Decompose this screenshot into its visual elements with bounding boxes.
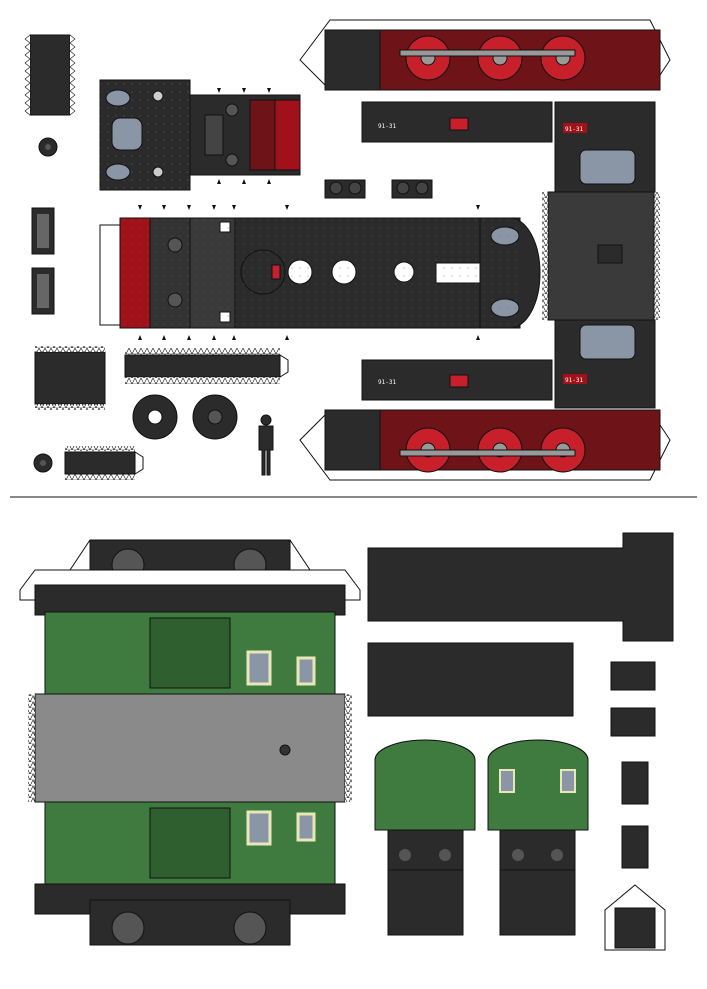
boiler-main xyxy=(99,217,541,329)
coach-end-right xyxy=(487,739,589,936)
coach-parts xyxy=(19,532,674,951)
human-figure xyxy=(258,414,274,476)
loco-cab-side-lower: 91-31 91-31 xyxy=(361,319,656,409)
toothed-strip-small xyxy=(64,446,144,480)
coach-roof-piece xyxy=(367,532,674,642)
tender-mark-upper: 91-31 xyxy=(378,123,396,130)
toothed-strip-top-left xyxy=(24,34,76,116)
wheel-discs xyxy=(132,394,238,440)
toothed-strip-long xyxy=(124,348,289,384)
coach-wheel-icon xyxy=(233,911,267,945)
locomotive-parts: 91-31 91-31 91-31 91-31 xyxy=(24,19,671,481)
loco-side-top xyxy=(299,19,671,91)
cab-number-upper: 91-31 xyxy=(565,126,583,133)
cylinder-parts xyxy=(324,179,433,199)
smokebox-front xyxy=(99,79,191,191)
coach-floor-piece xyxy=(367,642,574,717)
coach-end-left xyxy=(374,739,476,936)
toothed-strip-left xyxy=(34,346,106,410)
loco-side-bottom xyxy=(299,409,671,481)
coach-body-net xyxy=(19,539,361,946)
tender-mark-lower: 91-31 xyxy=(378,379,396,386)
loco-bunker-back xyxy=(542,191,660,321)
loco-cab-side-upper: 91-31 91-31 xyxy=(361,101,656,193)
smokebox-top xyxy=(189,94,301,176)
cab-number-lower: 91-31 xyxy=(565,377,583,384)
coach-wheel-icon xyxy=(111,911,145,945)
fold-markers-top xyxy=(217,88,271,184)
fold-markers-boiler xyxy=(138,205,480,340)
small-box-parts xyxy=(604,661,666,951)
window-pieces xyxy=(31,207,55,315)
